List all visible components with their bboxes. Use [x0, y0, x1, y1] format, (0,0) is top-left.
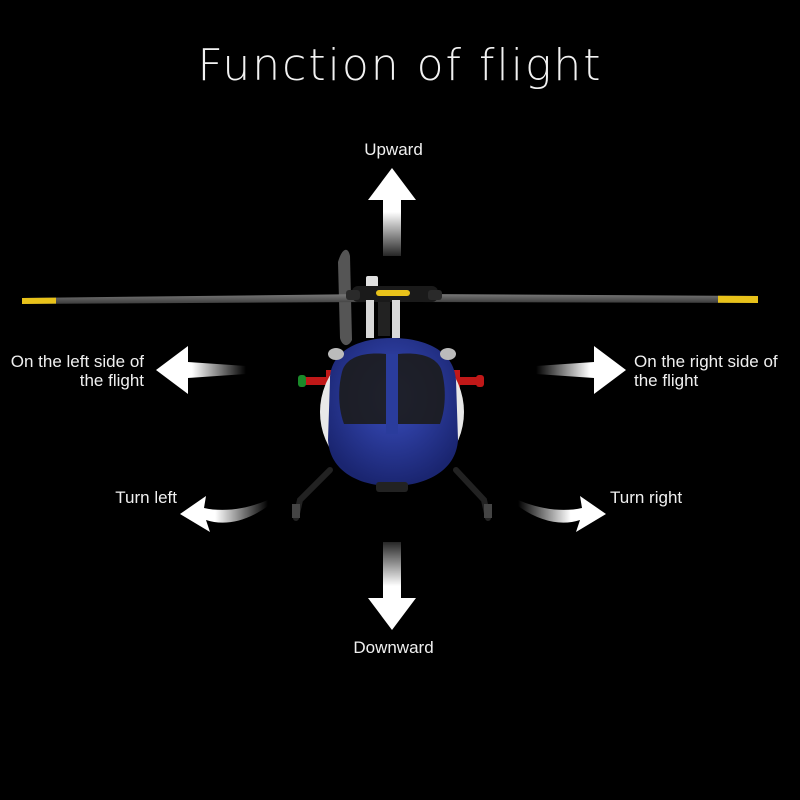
helicopter-image [22, 249, 758, 521]
label-upward: Upward [364, 140, 423, 159]
arrow-down-icon [368, 542, 416, 630]
label-turn-left: Turn left [115, 488, 177, 507]
turn-right-icon [518, 496, 606, 532]
arrow-right-icon [536, 346, 626, 394]
label-right-side: On the right side of the flight [634, 352, 778, 390]
label-left-side: On the left side of the flight [10, 352, 144, 390]
label-turn-right: Turn right [610, 488, 683, 507]
page-title: Function of flight [197, 40, 603, 91]
arrow-left-icon [156, 346, 246, 394]
turn-left-icon [180, 496, 268, 532]
label-downward: Downward [353, 638, 434, 657]
arrow-up-icon [368, 168, 416, 256]
